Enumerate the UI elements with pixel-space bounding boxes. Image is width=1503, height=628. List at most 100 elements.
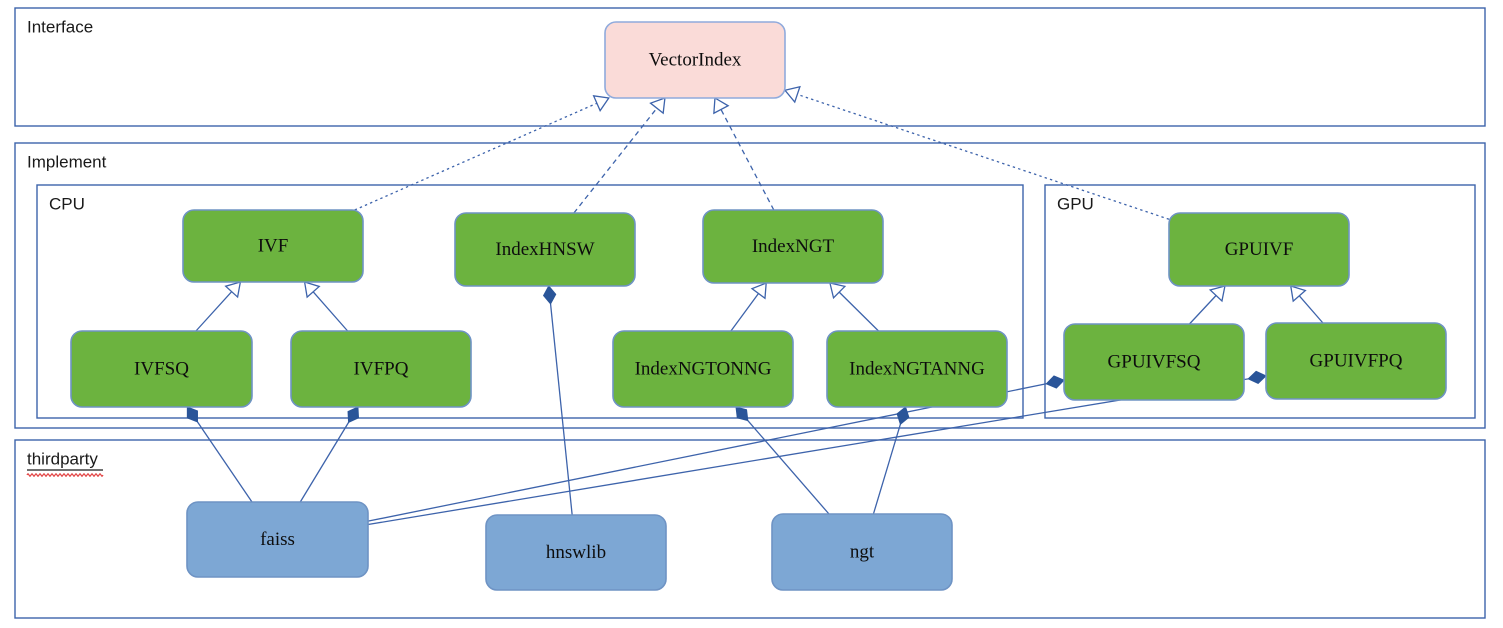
class-node-label-gpuivf: GPUIVF: [1225, 239, 1294, 260]
edge-inheritance-gpuivfpq-to-gpuivf: [1289, 285, 1324, 324]
class-node-rect-gpuivf[interactable]: [1168, 212, 1350, 287]
edge-line: [573, 107, 658, 214]
edge-composition-faiss-to-ivfpq: [299, 406, 360, 503]
edge-line: [838, 291, 879, 332]
composition-diamond: [347, 406, 360, 424]
class-node-rect-ngt[interactable]: [771, 513, 953, 591]
class-node-label-ivfpq: IVFPQ: [354, 358, 409, 379]
edge-line: [354, 102, 598, 211]
class-node-rect-gpuivfpq[interactable]: [1265, 322, 1447, 400]
edge-line: [720, 109, 775, 211]
class-node-ivfsq[interactable]: IVFSQ: [70, 330, 253, 408]
class-node-rect-hnswlib[interactable]: [485, 514, 667, 591]
edge-realization-ivf-to-vectorindex: [354, 95, 610, 211]
edge-composition-ngt-to-indexngtonng: [735, 406, 830, 515]
class-node-faiss[interactable]: faiss: [186, 501, 369, 578]
class-node-label-vectorindex: VectorIndex: [649, 49, 742, 70]
class-node-label-faiss: faiss: [260, 529, 295, 550]
class-node-label-gpuivfpq: GPUIVFPQ: [1310, 350, 1403, 371]
class-node-rect-indexngt[interactable]: [702, 209, 884, 284]
edge-line: [195, 291, 233, 332]
edge-composition-ngt-to-indexngtanng: [872, 406, 910, 515]
class-node-gpuivfpq[interactable]: GPUIVFPQ: [1265, 322, 1447, 400]
edge-composition-faiss-to-gpuivfpq: [367, 370, 1267, 526]
edge-composition-hnswlib-to-indexhnsw: [542, 285, 573, 516]
class-node-label-indexngtanng: IndexNGTANNG: [849, 358, 985, 379]
group-label-interface: Interface: [27, 17, 93, 36]
inheritance-arrowhead: [1208, 285, 1226, 303]
edge-line: [367, 378, 1249, 526]
class-node-label-indexngtonng: IndexNGTONNG: [635, 358, 772, 379]
class-node-ngt[interactable]: ngt: [771, 513, 953, 591]
class-node-label-indexngt: IndexNGT: [752, 236, 835, 257]
class-node-rect-ivf[interactable]: [182, 209, 364, 283]
class-node-label-gpuivfsq: GPUIVFSQ: [1108, 351, 1201, 372]
composition-diamond: [1045, 375, 1065, 389]
edge-inheritance-ivfsq-to-ivf: [195, 281, 242, 332]
class-node-label-hnswlib: hnswlib: [546, 542, 606, 563]
inheritance-arrowhead: [303, 281, 321, 299]
relationships-layer: [186, 85, 1324, 526]
edge-line: [312, 291, 349, 332]
composition-diamond: [735, 406, 749, 422]
class-node-rect-ivfpq[interactable]: [290, 330, 472, 408]
class-node-label-ivf: IVF: [258, 235, 289, 256]
edge-inheritance-ivfpq-to-ivf: [303, 281, 349, 332]
edge-line: [196, 421, 253, 503]
composition-diamond: [1247, 370, 1267, 384]
inheritance-arrowhead: [829, 282, 847, 300]
inheritance-arrowhead: [224, 281, 242, 299]
group-label-gpu: GPU: [1057, 194, 1094, 213]
class-node-rect-indexhnsw[interactable]: [454, 212, 636, 287]
class-node-rect-vectorindex[interactable]: [604, 21, 786, 99]
inheritance-arrowhead: [592, 95, 610, 112]
edge-line: [1298, 295, 1324, 324]
class-node-rect-ivfsq[interactable]: [70, 330, 253, 408]
class-node-vectorindex[interactable]: VectorIndex: [604, 21, 786, 99]
class-node-gpuivfsq[interactable]: GPUIVFSQ: [1063, 323, 1245, 401]
composition-diamond: [186, 406, 198, 423]
class-node-rect-faiss[interactable]: [186, 501, 369, 578]
inheritance-arrowhead: [649, 97, 666, 115]
inheritance-arrowhead: [750, 282, 767, 300]
edge-composition-faiss-to-ivfsq: [186, 406, 253, 503]
inheritance-arrowhead: [783, 85, 801, 104]
edge-line: [872, 424, 902, 515]
class-node-indexngtanng[interactable]: IndexNGTANNG: [826, 330, 1008, 408]
edge-inheritance-indexngtonng-to-indexngt: [730, 282, 767, 332]
class-node-rect-gpuivfsq[interactable]: [1063, 323, 1245, 401]
edge-line: [730, 293, 760, 332]
composition-diamond: [542, 285, 557, 305]
class-node-ivf[interactable]: IVF: [182, 209, 364, 283]
class-node-ivfpq[interactable]: IVFPQ: [290, 330, 472, 408]
edge-line: [549, 303, 573, 516]
class-node-indexngt[interactable]: IndexNGT: [702, 209, 884, 284]
edge-line: [747, 420, 830, 515]
edge-inheritance-gpuivfsq-to-gpuivf: [1188, 285, 1226, 325]
class-node-label-ngt: ngt: [850, 541, 875, 562]
class-node-indexngtonng[interactable]: IndexNGTONNG: [612, 330, 794, 408]
edge-line: [1188, 295, 1217, 325]
edge-realization-gpuivf-to-vectorindex: [783, 85, 1170, 220]
group-label-thirdparty: thirdparty: [27, 449, 98, 468]
spellcheck-squiggle-thirdparty: [26, 473, 104, 477]
class-node-rect-indexngtanng[interactable]: [826, 330, 1008, 408]
edge-line: [299, 422, 350, 503]
class-node-label-indexhnsw: IndexHNSW: [495, 239, 594, 260]
class-node-label-ivfsq: IVFSQ: [134, 358, 189, 379]
group-label-cpu: CPU: [49, 194, 85, 213]
class-node-gpuivf[interactable]: GPUIVF: [1168, 212, 1350, 287]
edge-line: [797, 93, 1170, 220]
edge-inheritance-indexngtanng-to-indexngt: [829, 282, 879, 332]
inheritance-arrowhead: [1289, 285, 1307, 303]
group-label-implement: Implement: [27, 152, 107, 171]
class-node-hnswlib[interactable]: hnswlib: [485, 514, 667, 591]
class-node-rect-indexngtonng[interactable]: [612, 330, 794, 408]
class-node-indexhnsw[interactable]: IndexHNSW: [454, 212, 636, 287]
edge-realization-indexngt-to-vectorindex: [713, 96, 775, 211]
edge-realization-indexhnsw-to-vectorindex: [573, 97, 666, 214]
composition-diamond: [896, 406, 910, 426]
